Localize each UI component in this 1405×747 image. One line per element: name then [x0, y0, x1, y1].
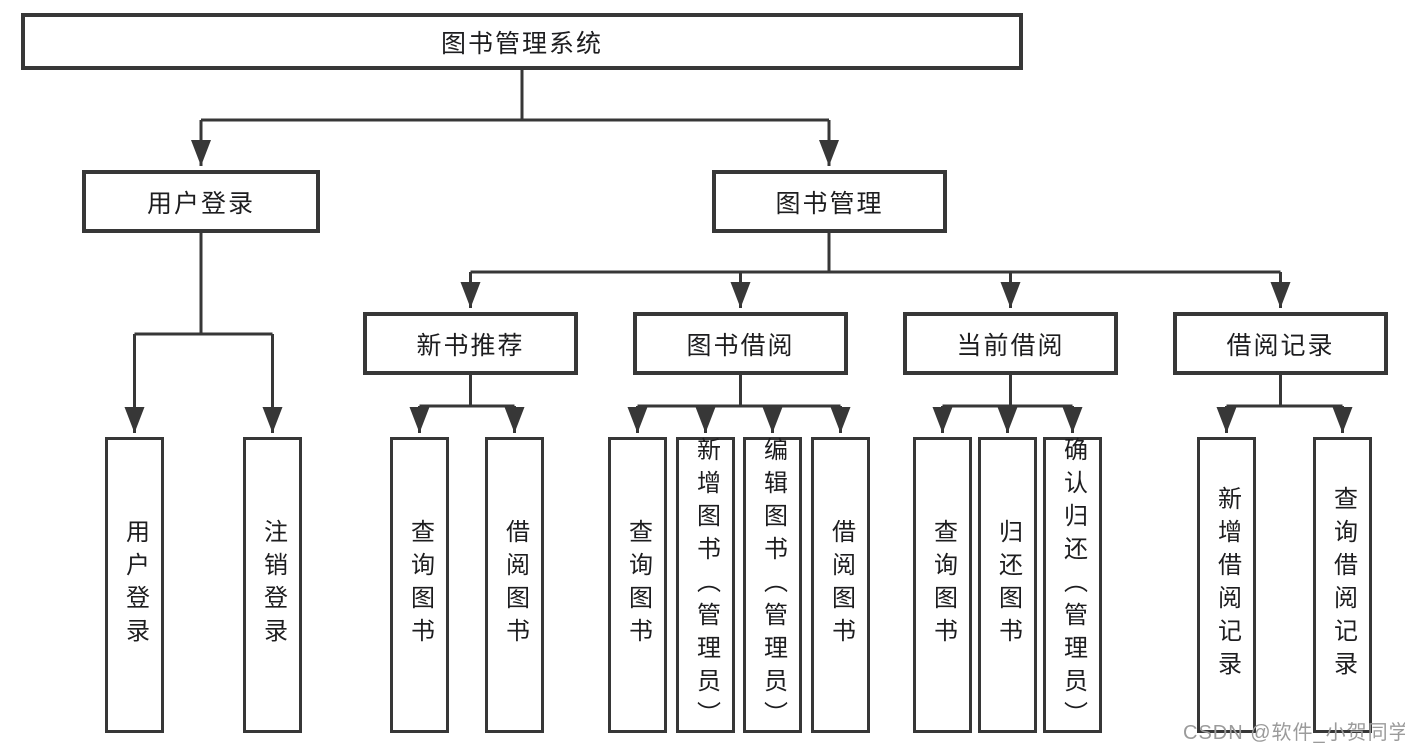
leaf-query-books-borrow: 查询图书	[608, 437, 667, 733]
connector-new-book-recommend-group	[409, 375, 525, 433]
node-book-management: 图书管理	[712, 170, 947, 233]
connector-book-borrow-group	[627, 375, 851, 433]
node-current-borrow: 当前借阅	[903, 312, 1118, 375]
node-new-book-recommend-label: 新书推荐	[416, 331, 525, 360]
connector-user-login-group	[124, 233, 283, 433]
leaf-return-books: 归还图书	[978, 437, 1037, 733]
csdn-watermark: CSDN @软件_小贺同学	[1183, 722, 1405, 744]
leaf-query-books-borrow-label: 查询图书	[624, 519, 652, 651]
leaf-borrow-books: 借阅图书	[811, 437, 870, 733]
leaf-borrow-books-recommend: 借阅图书	[485, 437, 544, 733]
node-user-login-label: 用户登录	[146, 189, 255, 218]
leaf-borrow-books-recommend-label: 借阅图书	[501, 519, 529, 651]
node-borrow-records: 借阅记录	[1173, 312, 1388, 375]
leaf-add-books-admin: 新增图书（管理员）	[676, 436, 735, 734]
leaf-query-books-recommend: 查询图书	[390, 437, 449, 733]
leaf-add-borrow-record: 新增借阅记录	[1197, 437, 1256, 733]
node-borrow-records-label: 借阅记录	[1226, 331, 1335, 360]
leaf-add-borrow-record-label: 新增借阅记录	[1213, 486, 1241, 684]
node-book-borrow-label: 图书借阅	[686, 331, 795, 360]
leaf-borrow-books-label: 借阅图书	[827, 519, 855, 651]
leaf-logout: 注销登录	[243, 437, 302, 733]
leaf-add-books-admin-label: 新增图书（管理员）	[692, 436, 720, 734]
node-book-borrow: 图书借阅	[633, 312, 848, 375]
leaf-edit-books-admin: 编辑图书（管理员）	[743, 436, 802, 734]
node-user-login: 用户登录	[82, 170, 320, 233]
node-root-library-management-system: 图书管理系统	[21, 13, 1023, 70]
node-book-management-label: 图书管理	[775, 189, 884, 218]
leaf-edit-books-admin-label: 编辑图书（管理员）	[759, 436, 787, 734]
leaf-query-books-recommend-label: 查询图书	[406, 519, 434, 651]
connector-borrow-records-group	[1216, 375, 1353, 433]
connector-current-borrow-group	[932, 375, 1083, 433]
leaf-user-login: 用户登录	[105, 437, 164, 733]
leaf-logout-label: 注销登录	[259, 519, 287, 651]
leaf-return-books-label: 归还图书	[994, 519, 1022, 651]
leaf-query-borrow-record: 查询借阅记录	[1313, 437, 1372, 733]
node-current-borrow-label: 当前借阅	[956, 331, 1065, 360]
leaf-user-login-label: 用户登录	[121, 519, 149, 651]
leaf-query-borrow-record-label: 查询借阅记录	[1329, 486, 1357, 684]
connector-root-to-level2	[191, 70, 839, 166]
node-new-book-recommend: 新书推荐	[363, 312, 578, 375]
leaf-query-books-current-label: 查询图书	[929, 519, 957, 651]
connector-book-management-group	[460, 233, 1291, 308]
leaf-confirm-return-admin: 确认归还（管理员）	[1043, 436, 1102, 734]
node-root-label: 图书管理系统	[440, 29, 603, 58]
leaf-query-books-current: 查询图书	[913, 437, 972, 733]
leaf-confirm-return-admin-label: 确认归还（管理员）	[1059, 436, 1087, 734]
